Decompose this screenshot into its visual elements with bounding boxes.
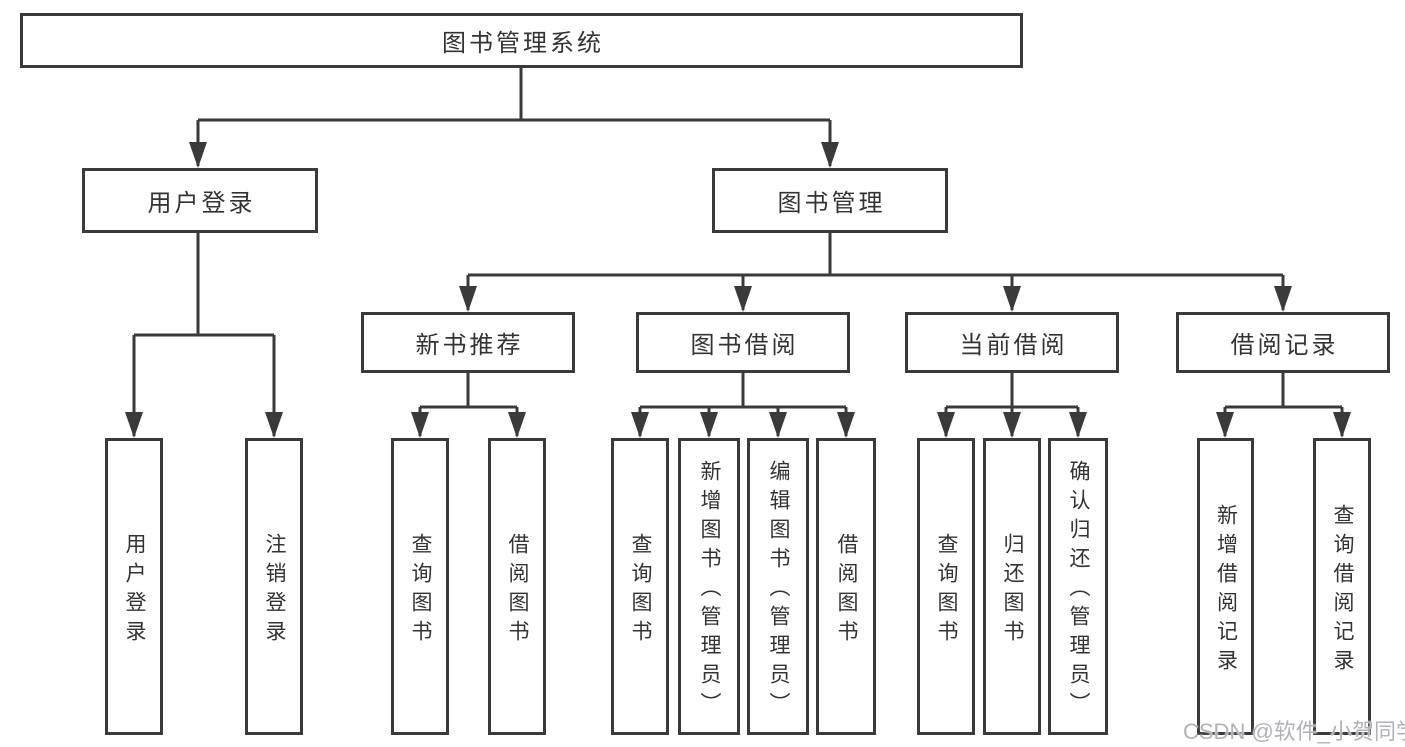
node-borrow-books-borrowing: 借阅图书 <box>816 438 876 735</box>
node-label: 新增借阅记录 <box>1214 503 1238 678</box>
node-user-login: 用户登录 <box>82 168 318 233</box>
node-new-book-recommendation: 新书推荐 <box>361 312 575 373</box>
node-label: 确认归还（管理员） <box>1067 460 1090 721</box>
node-label: 编辑图书（管理员） <box>767 460 790 721</box>
node-book-management: 图书管理 <box>712 168 948 233</box>
node-label: 注销登录 <box>263 532 286 649</box>
node-query-books-borrowing: 查询图书 <box>611 438 669 735</box>
node-library-management-system: 图书管理系统 <box>20 13 1023 68</box>
node-edit-book-admin: 编辑图书（管理员） <box>747 438 809 735</box>
node-return-books: 归还图书 <box>983 438 1041 735</box>
node-add-book-admin: 新增图书（管理员） <box>678 438 740 735</box>
node-add-borrow-record: 新增借阅记录 <box>1197 438 1254 735</box>
node-book-borrowing: 图书借阅 <box>636 312 850 373</box>
node-user-login-leaf: 用户登录 <box>105 438 163 735</box>
connector-book-borrowing-subtree <box>631 373 855 438</box>
connector-user-login-subtree <box>125 233 283 438</box>
node-borrow-books-recommend: 借阅图书 <box>488 438 546 735</box>
node-label: 图书借阅 <box>690 332 799 359</box>
node-query-books-recommend: 查询图书 <box>391 438 449 735</box>
node-label: 借阅图书 <box>835 532 858 649</box>
node-label: 归还图书 <box>1001 532 1024 649</box>
node-label: 新增图书（管理员） <box>698 460 721 721</box>
node-query-borrow-record: 查询借阅记录 <box>1313 438 1371 735</box>
node-label: 借阅图书 <box>506 532 529 649</box>
node-label: 借阅记录 <box>1230 332 1339 359</box>
connector-new-book-subtree <box>411 373 526 438</box>
node-label: 查询借阅记录 <box>1331 503 1354 678</box>
node-label: 新书推荐 <box>415 332 524 359</box>
node-label: 图书管理 <box>777 190 886 217</box>
node-label: 用户登录 <box>147 190 256 217</box>
node-query-books-current: 查询图书 <box>917 438 975 735</box>
node-current-borrowing: 当前借阅 <box>905 312 1119 373</box>
connector-root-to-level2 <box>189 68 839 168</box>
node-label: 用户登录 <box>123 532 146 649</box>
node-borrowing-records: 借阅记录 <box>1176 312 1390 373</box>
csdn-watermark: CSDN @软件_小贺同学 <box>1183 719 1405 744</box>
connector-borrowing-records-subtree <box>1216 373 1351 438</box>
node-label: 查询图书 <box>629 532 652 649</box>
node-label: 当前借阅 <box>959 332 1068 359</box>
node-logout: 注销登录 <box>245 438 303 735</box>
node-confirm-return-admin: 确认归还（管理员） <box>1048 438 1108 735</box>
connector-current-borrowing-subtree <box>937 373 1087 438</box>
node-label: 查询图书 <box>935 532 958 649</box>
node-label: 图书管理系统 <box>442 30 604 57</box>
node-label: 查询图书 <box>409 532 432 649</box>
connector-book-management-to-level3 <box>459 233 1292 312</box>
